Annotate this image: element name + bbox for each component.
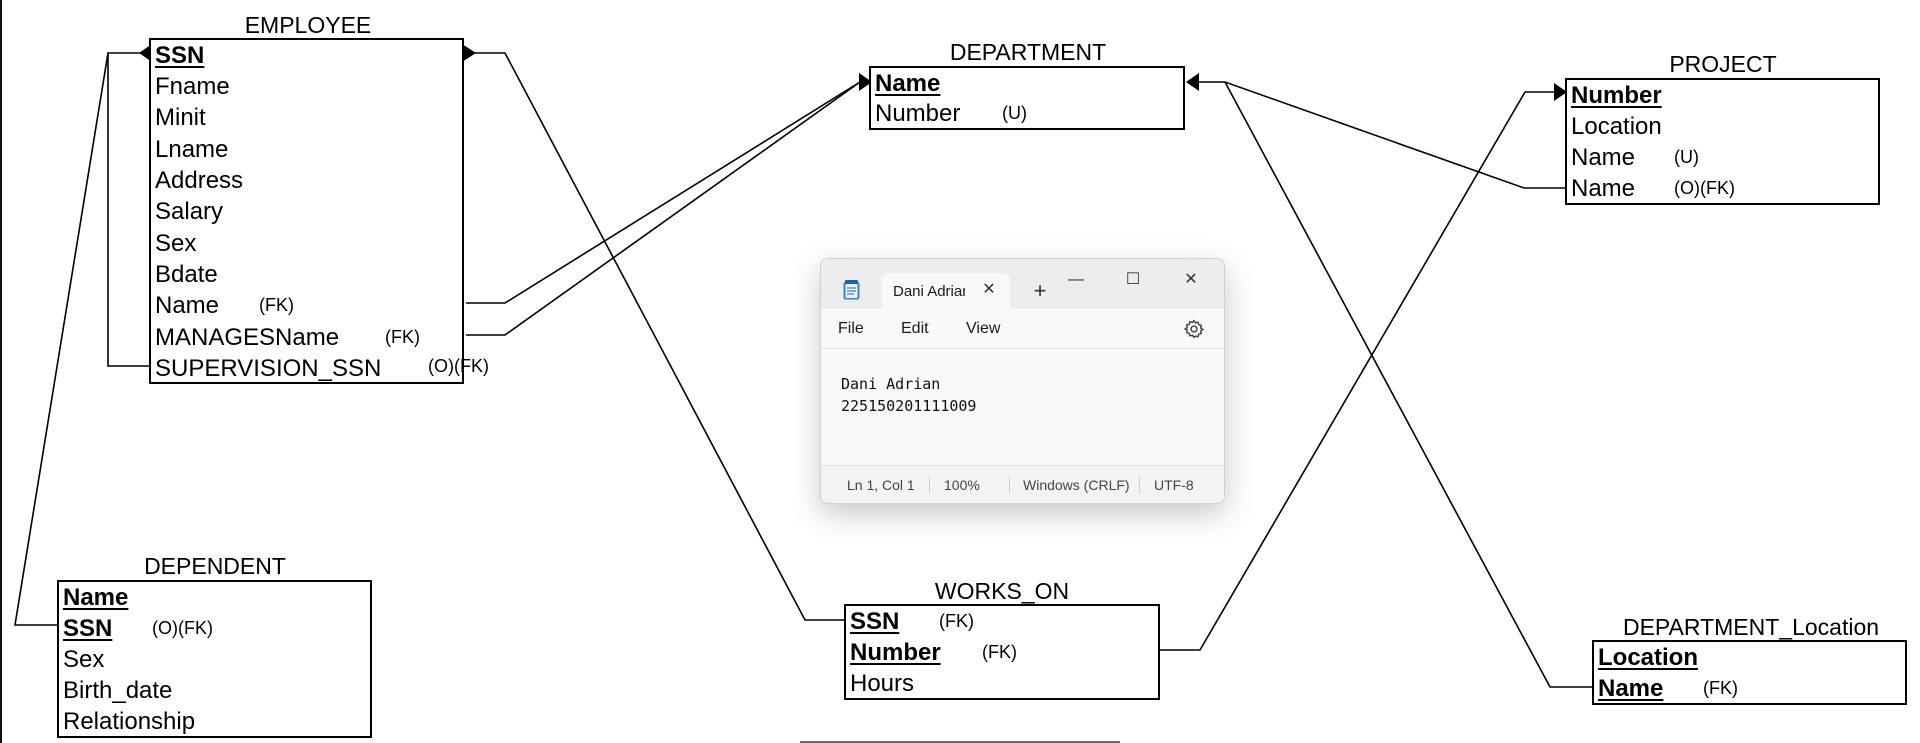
tab-document[interactable]: Dani Adrian ✕ <box>882 273 1010 309</box>
new-tab-button[interactable]: + <box>1033 278 1047 303</box>
project-attr-location: Location <box>1571 113 1662 140</box>
project-attr-name-fk: Name <box>1571 175 1636 202</box>
employee-attr-sex: Sex <box>155 230 197 257</box>
menu-edit[interactable]: Edit <box>901 320 929 337</box>
relation-employee-supervision <box>107 52 150 367</box>
department-location-attr-location: Location <box>1598 644 1698 671</box>
project-attr-name: Name <box>1571 144 1636 171</box>
dependent-attr-birth-date: Birth_date <box>63 677 173 704</box>
notepad-icon <box>843 280 860 300</box>
menubar-divider <box>821 348 1224 349</box>
status-separator <box>1139 476 1140 494</box>
project-attr-name-fk-note: (O)(FK) <box>1674 178 1735 198</box>
employee-attr-supervision-ssn: SUPERVISION_SSN <box>155 355 382 382</box>
works-on-table[interactable]: SSN (FK) Number (FK) Hours <box>844 604 1160 700</box>
dependent-attr-sex: Sex <box>63 646 105 673</box>
arrowhead-employee-right <box>462 44 476 62</box>
document-text-area[interactable]: Dani Adrian 225150201111009 <box>841 375 977 415</box>
employee-attr-bdate: Bdate <box>155 261 218 288</box>
status-encoding[interactable]: UTF-8 <box>1154 477 1194 493</box>
status-separator <box>1009 476 1010 494</box>
status-cursor-position: Ln 1, Col 1 <box>847 477 915 493</box>
maximize-button[interactable]: ☐ <box>1125 271 1141 288</box>
relation-employee-manages-to-department <box>466 81 861 336</box>
bottom-edge-bar <box>800 741 1120 743</box>
relation-dependent-to-employee <box>14 52 109 626</box>
project-table-title: PROJECT <box>1669 51 1777 77</box>
department-location-table[interactable]: Location Name (FK) <box>1592 640 1907 705</box>
dependent-attr-name: Name <box>63 584 129 611</box>
employee-attr-lname: Lname <box>155 136 229 163</box>
notepad-menubar: File Edit View <box>821 309 1224 347</box>
tab-close-icon[interactable]: ✕ <box>982 281 996 298</box>
department-table-title: DEPARTMENT <box>949 39 1107 65</box>
employee-attr-salary: Salary <box>155 198 224 225</box>
status-zoom[interactable]: 100% <box>944 477 980 493</box>
department-table[interactable]: Name Number (U) <box>869 66 1185 130</box>
employee-attr-managesname-note: (FK) <box>385 327 420 347</box>
relation-workson-to-employee <box>474 52 845 621</box>
works-on-attr-number-note: (FK) <box>982 642 1017 662</box>
close-window-button[interactable]: ✕ <box>1184 271 1198 288</box>
gear-icon[interactable] <box>1183 318 1205 340</box>
employee-attr-address: Address <box>155 167 244 194</box>
notepad-window[interactable]: Dani Adrian ✕ + — ☐ ✕ File Edit View Dan… <box>820 258 1225 504</box>
notepad-titlebar[interactable]: Dani Adrian ✕ + — ☐ ✕ <box>821 259 1224 309</box>
dependent-table[interactable]: Name SSN (O)(FK) Sex Birth_date Relation… <box>57 580 372 738</box>
employee-attr-name: Name <box>155 292 220 319</box>
relation-deptloc-to-department <box>1224 81 1593 688</box>
works-on-attr-hours: Hours <box>850 670 915 697</box>
menu-view[interactable]: View <box>966 320 1001 337</box>
employee-attr-name-note: (FK) <box>259 295 294 315</box>
works-on-attr-number: Number <box>850 639 941 666</box>
employee-attr-ssn: SSN <box>155 42 205 69</box>
works-on-attr-ssn: SSN <box>850 608 900 635</box>
employee-table[interactable]: SSN Fname Minit Lname Address Salary Sex… <box>149 38 464 384</box>
department-attr-name: Name <box>875 70 941 97</box>
status-line-ending[interactable]: Windows (CRLF) <box>1023 477 1130 493</box>
dependent-attr-ssn: SSN <box>63 615 113 642</box>
status-bar: Ln 1, Col 1 100% Windows (CRLF) UTF-8 <box>821 465 1224 503</box>
employee-attr-managesname: MANAGESName <box>155 324 340 351</box>
department-attr-number-note: (U) <box>1002 103 1027 123</box>
project-attr-number: Number <box>1571 82 1662 109</box>
employee-attr-minit: Minit <box>155 104 206 131</box>
works-on-table-title: WORKS_ON <box>934 578 1070 604</box>
project-table[interactable]: Number Location Name (U) Name (O)(FK) <box>1565 78 1880 205</box>
project-attr-name-note: (U) <box>1674 147 1699 167</box>
department-location-attr-name-note: (FK) <box>1703 678 1738 698</box>
employee-attr-supervision-ssn-note: (O)(FK) <box>428 356 489 376</box>
department-location-attr-name: Name <box>1598 675 1664 702</box>
dependent-attr-ssn-note: (O)(FK) <box>152 618 213 638</box>
menu-file[interactable]: File <box>838 320 864 337</box>
tab-label: Dani Adrian <box>893 283 965 300</box>
minimize-button[interactable]: — <box>1068 271 1084 288</box>
arrowhead-department-right <box>1186 73 1199 91</box>
dependent-attr-relationship: Relationship <box>63 708 196 735</box>
relation-project-to-department <box>1192 81 1566 189</box>
department-attr-number: Number <box>875 100 961 127</box>
dependent-table-title: DEPENDENT <box>144 553 286 579</box>
canvas-left-border <box>0 0 2 743</box>
relation-employee-name-to-department <box>466 81 870 304</box>
employee-attr-fname: Fname <box>155 73 230 100</box>
department-location-table-title: DEPARTMENT_Location <box>1622 614 1880 640</box>
works-on-attr-ssn-note: (FK) <box>939 611 974 631</box>
status-separator <box>929 476 930 494</box>
employee-table-title: EMPLOYEE <box>244 12 372 38</box>
